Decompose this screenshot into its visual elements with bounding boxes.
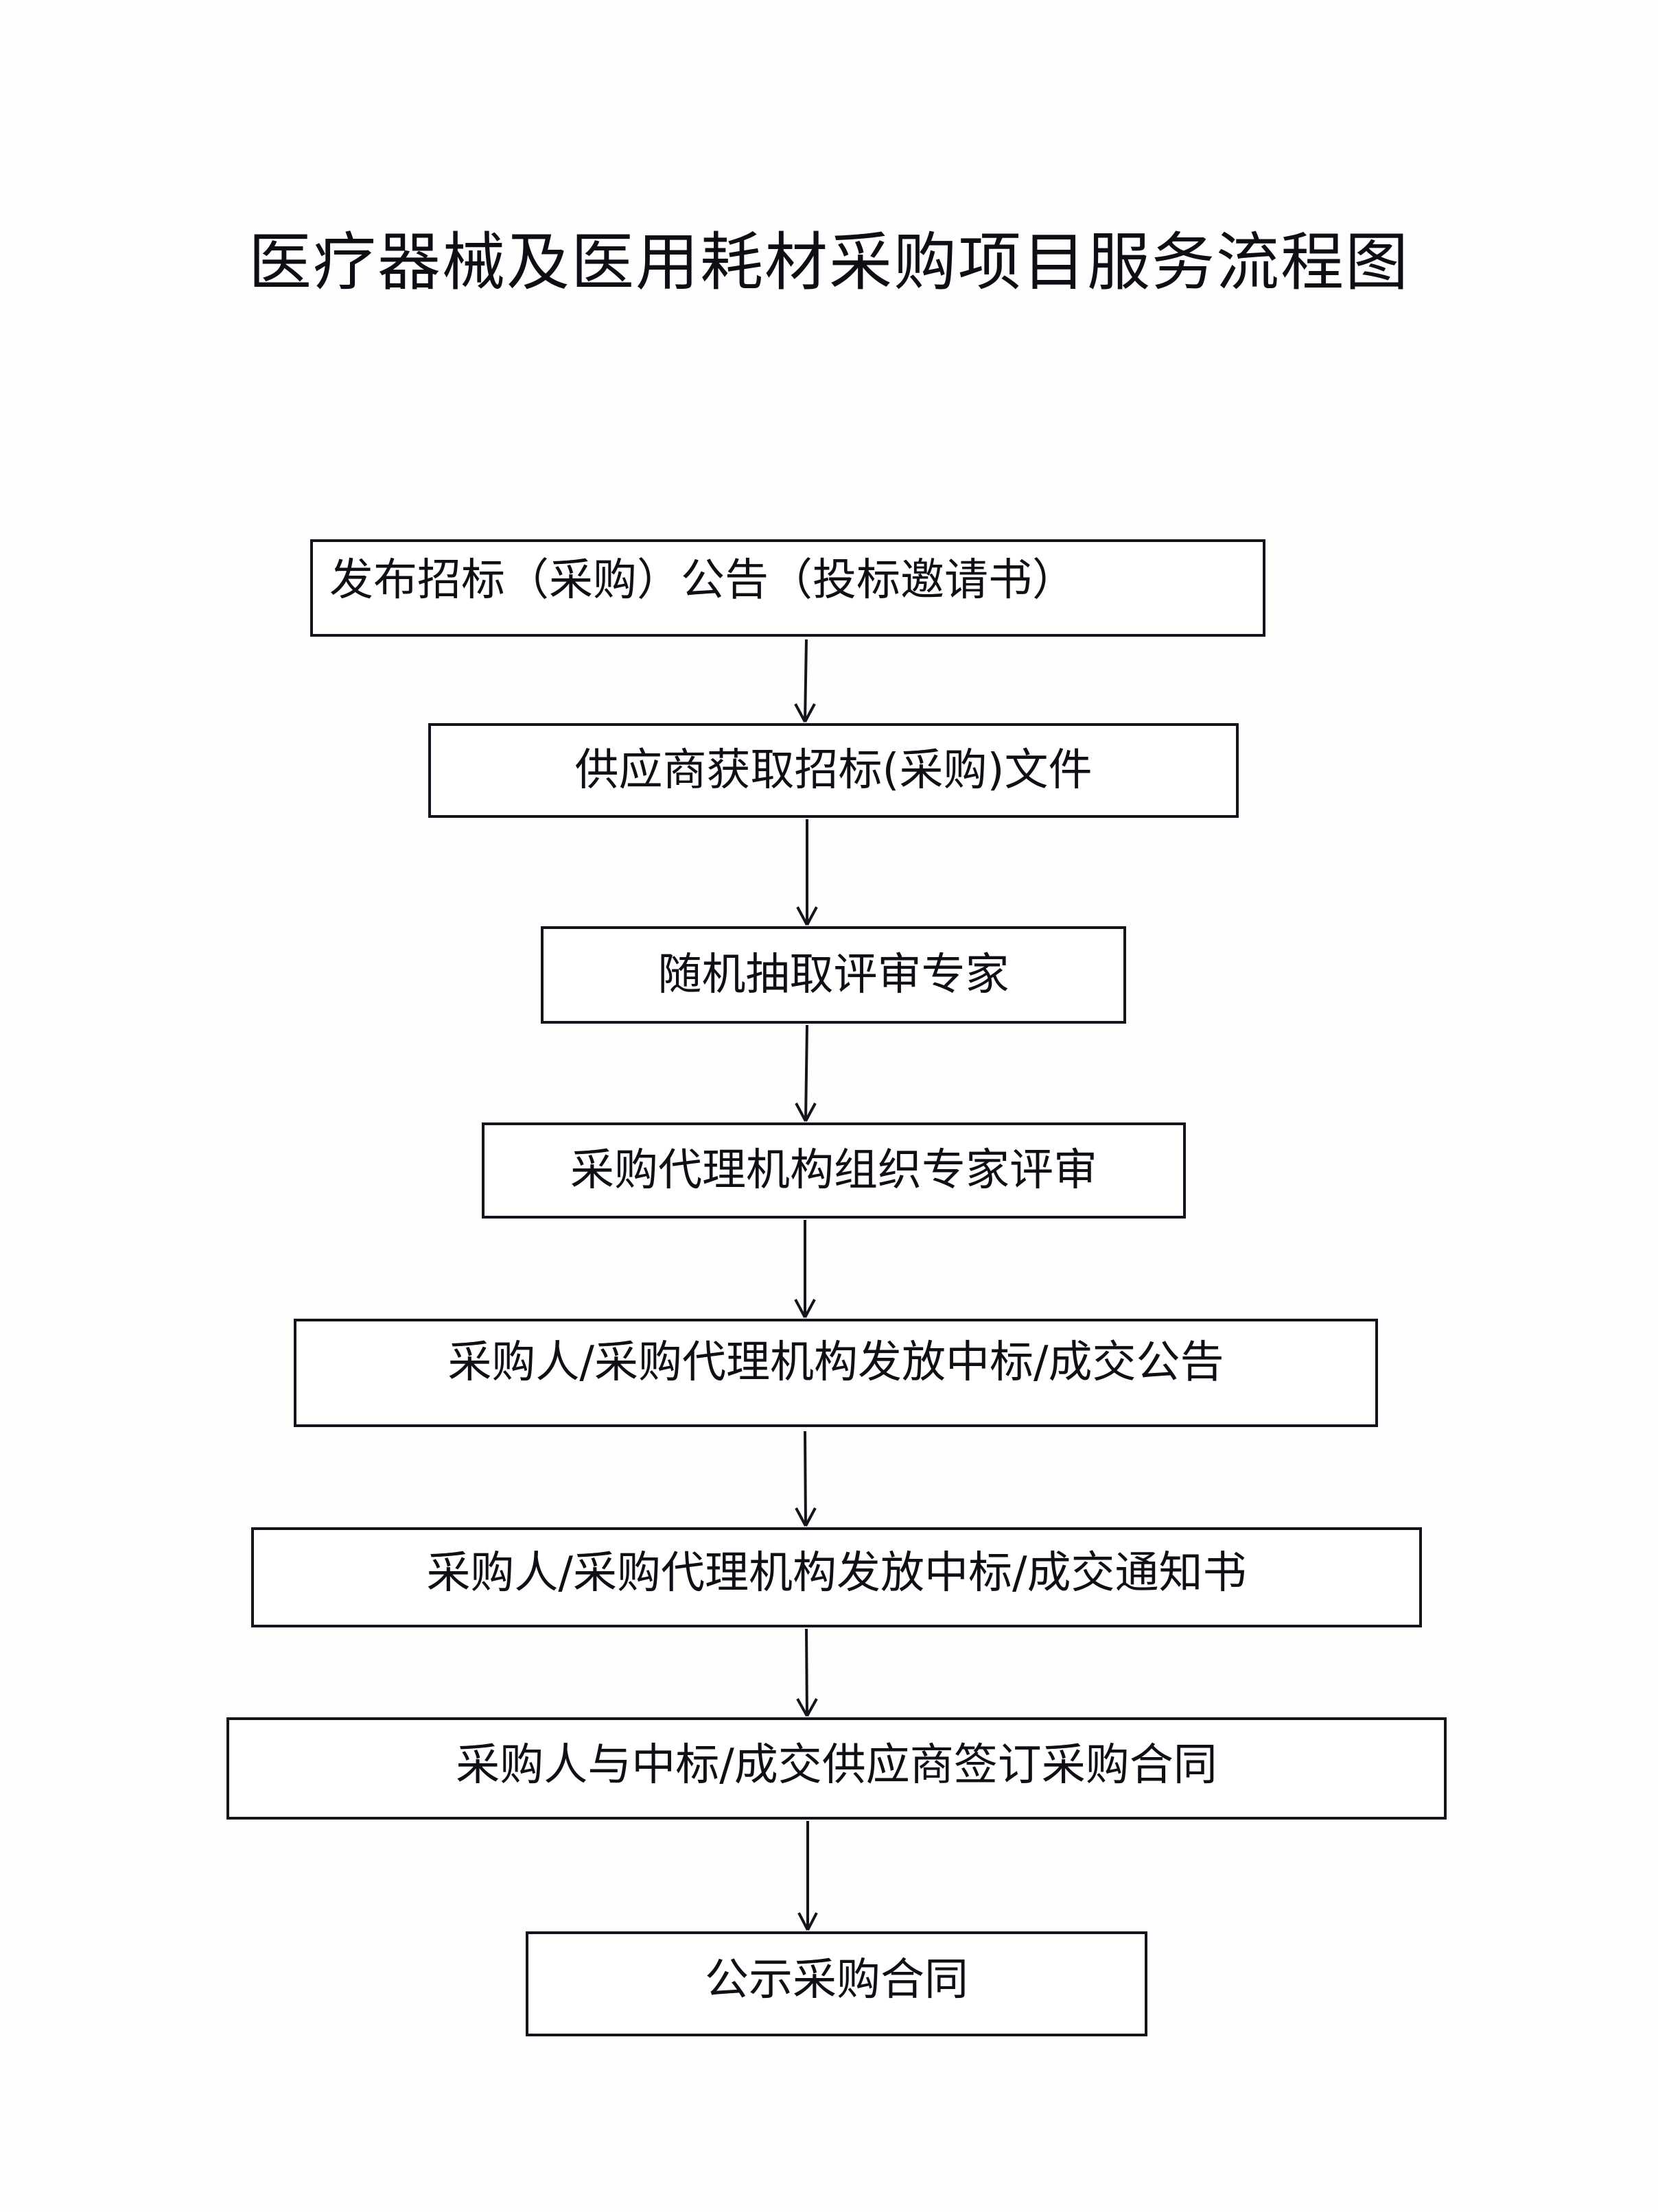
flow-step-label: 发布招标（采购）公告（投标邀请书） (329, 555, 1076, 606)
down-arrow-icon (791, 1219, 819, 1319)
down-arrow-icon (791, 1427, 819, 1527)
down-arrow-icon (793, 1820, 821, 1931)
down-arrow-icon (793, 1024, 820, 1122)
flow-step-publish-contract: 公示采购合同 (526, 1931, 1147, 2036)
down-arrow-icon (793, 818, 821, 926)
down-arrow-icon (793, 1627, 820, 1717)
flow-step-select-experts: 随机抽取评审专家 (541, 926, 1126, 1024)
flow-step-award-notice: 采购人/采购代理机构发放中标/成交通知书 (251, 1527, 1422, 1627)
flow-step-label: 公示采购合同 (705, 1954, 968, 2005)
page-title: 医疗器械及医用耗材采购项目服务流程图 (248, 226, 1410, 299)
flow-step-award-announcement: 采购人/采购代理机构发放中标/成交公告 (294, 1319, 1378, 1427)
flow-step-label: 随机抽取评审专家 (657, 950, 1009, 1000)
down-arrow-icon (793, 637, 820, 723)
flow-step-label: 供应商获取招标(采购)文件 (574, 745, 1093, 796)
flow-step-label: 采购人与中标/成交供应商签订采购合同 (456, 1739, 1217, 1791)
flow-step-publish-announcement: 发布招标（采购）公告（投标邀请书） (310, 539, 1265, 637)
flow-step-label: 采购人/采购代理机构发放中标/成交通知书 (426, 1548, 1247, 1599)
flow-step-label: 采购代理机构组织专家评审 (570, 1145, 1097, 1196)
flow-step-sign-contract: 采购人与中标/成交供应商签订采购合同 (226, 1717, 1447, 1820)
flow-step-label: 采购人/采购代理机构发放中标/成交公告 (447, 1337, 1224, 1388)
flow-step-obtain-documents: 供应商获取招标(采购)文件 (428, 723, 1239, 818)
flow-step-expert-review: 采购代理机构组织专家评审 (482, 1122, 1186, 1219)
